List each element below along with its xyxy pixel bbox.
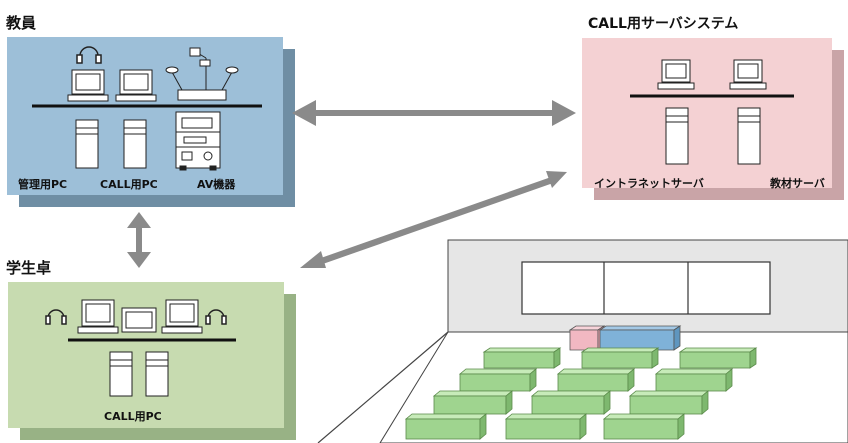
server-panel	[582, 38, 844, 200]
student-desk	[628, 390, 710, 415]
double-arrow-horizontal	[292, 100, 576, 126]
server-label-material: 教材サーバ	[770, 177, 825, 190]
student-desk	[482, 347, 562, 369]
teacher-label-admin-pc: 管理用PC	[18, 178, 68, 191]
student-desks	[404, 347, 758, 440]
teacher-panel	[7, 37, 295, 207]
student-desk	[556, 368, 636, 392]
server-title: CALL用サーバシステム	[588, 16, 739, 32]
student-desk	[458, 368, 538, 392]
server-label-intranet: イントラネットサーバ	[594, 177, 704, 190]
double-arrow-diagonal	[300, 171, 567, 268]
teacher-label-av: AV機器	[197, 178, 236, 191]
student-desk	[530, 390, 612, 415]
server-panel-face	[582, 38, 832, 188]
whiteboard	[521, 261, 771, 315]
teacher-desk	[568, 325, 682, 351]
classroom-floor	[379, 331, 848, 443]
teacher-label-call-pc: CALL用PC	[100, 178, 158, 191]
student-desk	[602, 413, 686, 440]
student-desk	[678, 347, 758, 369]
student-desk	[504, 413, 588, 440]
student-label-call-pc: CALL用PC	[104, 410, 162, 423]
teacher-title: 教員	[6, 14, 37, 32]
student-desk	[432, 390, 514, 415]
teacher-panel-face	[7, 37, 283, 195]
student-desk	[580, 347, 660, 369]
classroom-back-wall	[447, 239, 848, 333]
student-title: 学生卓	[6, 259, 52, 277]
double-arrow-vertical	[127, 212, 151, 268]
student-panel-face	[8, 282, 284, 428]
student-desk	[654, 368, 734, 392]
student-desk	[404, 413, 488, 440]
